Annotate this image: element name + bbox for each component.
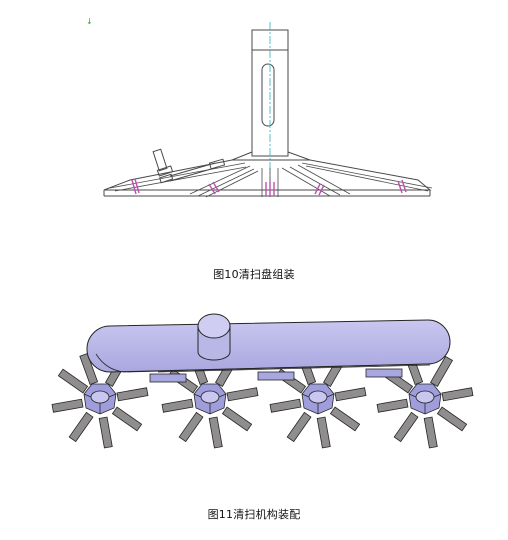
figure-10-drawing: ↓	[0, 0, 508, 262]
figure-10-caption: 图10清扫盘组装	[213, 268, 295, 281]
hatch-marks	[131, 178, 407, 196]
drive-hub	[197, 313, 231, 361]
sweeping-mechanism-svg	[51, 313, 474, 449]
small-marker: ↓	[86, 17, 93, 26]
base-plate	[103, 151, 432, 197]
brush-4	[376, 353, 474, 449]
main-beam	[86, 319, 451, 373]
connectors	[149, 368, 403, 383]
figure-11-caption: 图11清扫机构装配	[207, 508, 301, 521]
sweeping-disc-svg: ↓	[86, 17, 433, 198]
figure-11-drawing	[0, 290, 508, 540]
bolt-assembly	[152, 148, 226, 184]
